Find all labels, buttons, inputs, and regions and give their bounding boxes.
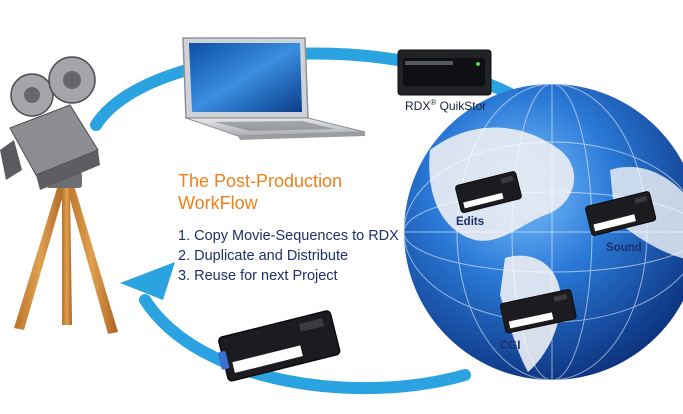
title-line-2: WorkFlow — [178, 193, 258, 213]
rdx-brand: RDX — [405, 99, 431, 113]
workflow-title: The Post-Production WorkFlow — [178, 170, 342, 214]
registered-mark: ® — [430, 98, 437, 107]
globe-icon — [404, 84, 683, 380]
cartridge-label-cgi: CGI — [500, 340, 521, 352]
cartridge-label-sound: Sound — [606, 242, 642, 254]
rdx-product-name: QuikStor — [436, 99, 487, 113]
laptop-icon — [182, 37, 366, 140]
step-3: 3. Reuse for next Project — [178, 268, 338, 284]
step-1: 1. Copy Movie-Sequences to RDX — [178, 228, 399, 244]
cartridge-label-edits: Edits — [456, 216, 485, 228]
cartridge-sound-icon — [585, 191, 657, 236]
cartridge-edits-icon — [455, 171, 522, 214]
title-line-1: The Post-Production — [178, 171, 343, 191]
rdx-drive-icon — [397, 49, 492, 96]
cartridge-cgi-icon — [500, 289, 577, 334]
cartridge-large-icon — [217, 310, 341, 382]
step-2: 2. Duplicate and Distribute — [178, 248, 349, 264]
workflow-steps: 1. Copy Movie-Sequences to RDX 2. Duplic… — [178, 226, 399, 286]
movie-camera-icon — [0, 56, 118, 334]
arrow-head-icon — [120, 262, 175, 300]
rdx-device-label: RDX® QuikStor — [405, 98, 486, 113]
